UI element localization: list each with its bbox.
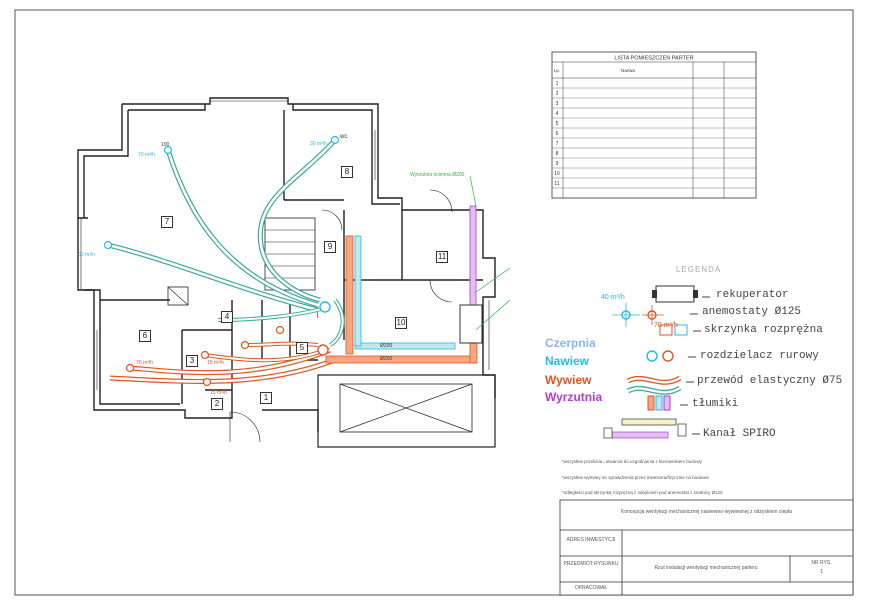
room-number-5: 5 — [296, 342, 308, 354]
room-number-10: 10 — [395, 317, 407, 329]
label-wc: wc — [339, 134, 347, 140]
room-number-4: 4 — [221, 311, 233, 323]
room-table-row-number: 11 — [554, 181, 559, 187]
legend-label-anemostaty: anemostaty Ø125 — [702, 306, 802, 318]
label-wyrzutnia: Wyrzutnia ścienna Ø200 — [410, 172, 465, 178]
label-flow-60: 60 m³/h — [78, 252, 95, 258]
title-block-przedmiot-value: Rzut instalacji wentylacji mechanicznej … — [654, 565, 758, 571]
room-table-row-number: 3 — [556, 101, 559, 107]
label-flow-75: 70 m³/h — [138, 152, 155, 158]
legend: LEGENDA — [601, 265, 721, 439]
room-table-title: LISTA POMIESZCZEŃ PARTER — [614, 55, 693, 62]
room-number-6: 6 — [139, 330, 151, 342]
title-block-nr-value: 1 — [820, 569, 823, 575]
room-table-row-number: 4 — [556, 111, 559, 117]
note-2: *wszystkie wymiary do sprawdzenia przez … — [562, 475, 710, 480]
room-table-row-number: 1 — [556, 81, 559, 87]
room-table-row-number: 10 — [554, 171, 560, 177]
label-flow-15b: 15 m³/h — [210, 390, 227, 396]
room-number-8: 8 — [341, 166, 353, 178]
label-flow-70: 70 m³/h — [136, 360, 153, 366]
legend-label-rekuperator: rekuperator — [716, 289, 789, 301]
room-table: 1 2 3 4 5 6 7 8 9 10 11 LISTA POMIESZCZEŃ PARTER L… — [551, 51, 757, 199]
room-number-11: 11 — [436, 251, 448, 263]
legend-title: LEGENDA — [676, 265, 721, 274]
title-block-opracowal-label: OPRACOWAŁ — [574, 585, 608, 591]
title-block-przedmiot-label: PRZEDMIOT RYSUNKU — [563, 561, 619, 567]
room-number-7: 7 — [161, 216, 173, 228]
legend-label-skrzynka: skrzynka rozprężna — [704, 324, 823, 336]
flow-label-wywiew: Wywiew — [545, 373, 592, 387]
note-1: *wszystkie przebicia i otwarcia do uzgod… — [562, 459, 702, 464]
room-table-header-lp: Lp. — [554, 68, 560, 73]
flow-label-nawiew: Nawiew — [545, 354, 590, 368]
flow-label-czerpnia: Czerpnia — [545, 336, 596, 350]
legend-flow-40: 40 m³/h — [601, 294, 625, 301]
room-number-3: 3 — [186, 355, 198, 367]
legend-flow-70: 70 m³/h — [654, 322, 678, 329]
room-table-row-number: 5 — [556, 121, 559, 127]
title-block-nr-label: NR RYS. — [811, 560, 832, 566]
title-block-adres-label: ADRES INWESTYCJI — [566, 537, 616, 543]
room-table-row-number: 7 — [556, 141, 559, 147]
label-diameter-b: Ø200 — [380, 356, 392, 362]
legend-label-przewod: przewód elastyczny Ø75 — [697, 375, 843, 387]
flow-label-wyrzutnia: Wyrzutnia — [545, 390, 603, 404]
ducts — [103, 135, 511, 387]
label-diameter-a: Ø200 — [380, 343, 392, 349]
room-table-row-number: 9 — [556, 161, 559, 167]
room-number-1: 1 — [260, 392, 272, 404]
room-table-header-name: Nazwa — [621, 68, 635, 73]
title-block-title: Koncepcja wentylacji mechanicznej nawiew… — [621, 509, 792, 515]
label-flow-100: 100 — [161, 142, 170, 148]
label-flow-30: 30 m³/h — [310, 141, 327, 147]
note-3: *odległości pod skrzynką rozprężną z ode… — [562, 490, 723, 495]
legend-label-rozdzielacz: rozdzielacz rurowy — [700, 350, 819, 362]
room-number-2: 2 — [211, 398, 223, 410]
room-table-row-number: 8 — [556, 151, 559, 157]
legend-label-tlumiki: tłumiki — [692, 398, 739, 410]
label-flow-15: 15 m³/h — [207, 360, 224, 366]
legend-label-spiro: Kanał SPIRO — [703, 428, 776, 440]
room-table-row-number: 6 — [556, 131, 559, 137]
room-number-9: 9 — [324, 241, 336, 253]
title-block — [559, 499, 854, 596]
room-table-row-number: 2 — [556, 91, 559, 97]
